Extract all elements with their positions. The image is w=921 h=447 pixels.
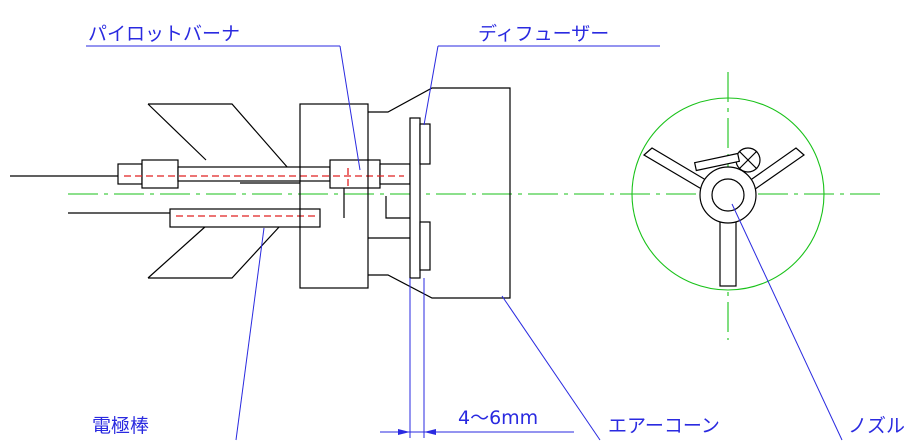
label-diffuser: ディフューザー (478, 23, 609, 45)
dim-arrow-right (424, 429, 436, 435)
diffuser-plate (409, 117, 421, 279)
label-pilot-burner: パイロットバーナ (88, 23, 240, 45)
pilot-end-cross-b (738, 150, 758, 170)
burner-housing (299, 103, 369, 289)
end-view-circle (631, 97, 825, 291)
electrode-rod (169, 208, 321, 228)
pilot-end-tube (693, 152, 741, 172)
label-electrode: 電極棒 (92, 415, 149, 437)
upper-fin (148, 103, 289, 169)
pilot-tube (177, 166, 331, 182)
nozzle-inner (711, 178, 745, 212)
pilot-nut (141, 159, 179, 189)
nozzle-leader (731, 203, 843, 441)
pilot-burner-leader (339, 45, 361, 171)
air-cone-shape (368, 87, 511, 299)
air-cone-leader (501, 295, 601, 441)
pilot-burner-head (329, 159, 381, 189)
dim-arrow-left (398, 429, 410, 435)
lower-fin (148, 225, 281, 279)
pilot-fitting (117, 163, 143, 185)
label-gap: 4〜6mm (458, 407, 538, 429)
lower-fin-inner (147, 225, 207, 279)
upper-fin-inner (147, 103, 207, 161)
pilot-tip (379, 163, 411, 185)
label-nozzle: ノズル (848, 415, 905, 437)
pilot-bracket (385, 196, 412, 219)
diffuser-vane-bottom (419, 221, 431, 271)
diffuser-leader (423, 45, 439, 126)
electrode-leader (235, 227, 265, 441)
label-air-cone: エアーコーン (608, 415, 720, 437)
diffuser-vane-top (419, 123, 431, 165)
